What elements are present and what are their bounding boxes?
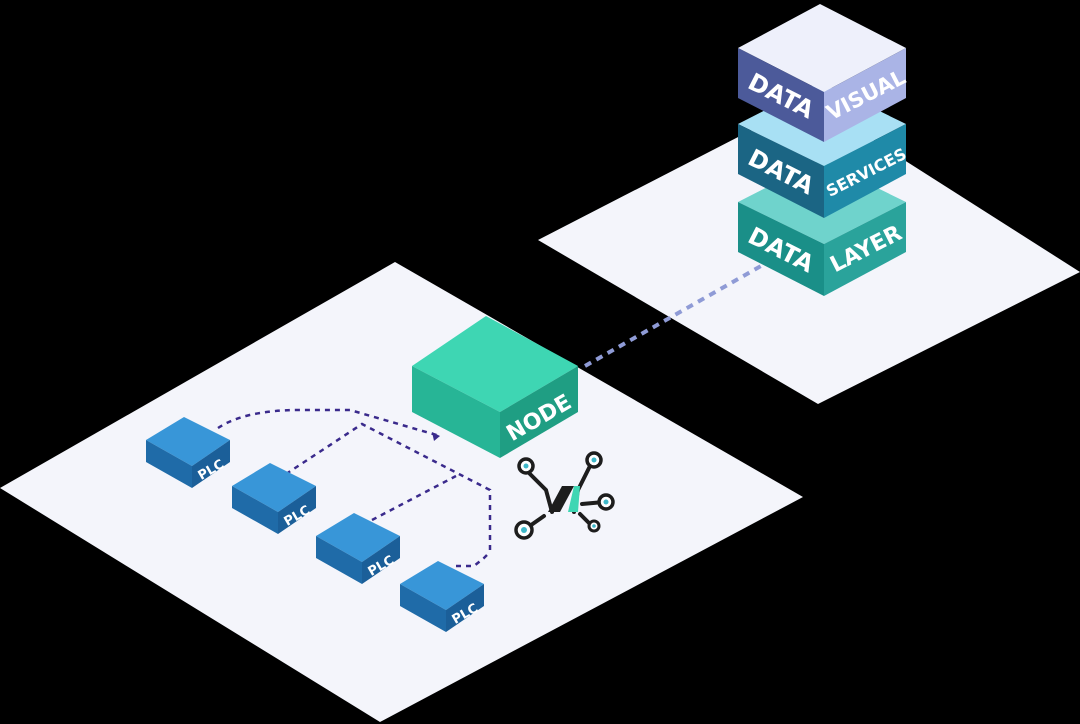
plc-left xyxy=(146,440,192,488)
plc-top xyxy=(316,513,400,562)
visual-right xyxy=(824,48,906,142)
plc-left xyxy=(316,536,362,584)
plc-top xyxy=(400,561,484,610)
plc-connector-4 xyxy=(456,551,491,568)
plc-top xyxy=(146,417,230,466)
plc-box-1: PLC xyxy=(146,417,230,488)
node-to-data-layer-connector xyxy=(584,260,769,368)
plc-right xyxy=(192,440,230,488)
edge-platform xyxy=(0,262,803,722)
node-right xyxy=(500,366,578,458)
plc-top xyxy=(232,463,316,512)
node-top xyxy=(412,316,578,412)
plc-connector-1 xyxy=(217,408,441,438)
plc-right xyxy=(278,486,316,534)
services-left xyxy=(738,124,824,218)
data-visual-block: DATA VISUAL xyxy=(738,4,909,142)
plc-left xyxy=(232,486,278,534)
plc-connector-2 xyxy=(285,422,492,552)
services-right xyxy=(824,124,906,218)
layer-left xyxy=(738,202,824,296)
plc-connectors xyxy=(217,408,492,568)
plc-right xyxy=(446,584,484,632)
plc-right xyxy=(362,536,400,584)
visual-top xyxy=(738,4,906,92)
visual-left xyxy=(738,48,824,142)
layer-right xyxy=(824,202,906,296)
node-left xyxy=(412,366,500,458)
network-hub-logo-icon xyxy=(514,451,615,540)
connector-arrow-head xyxy=(432,432,440,441)
plc-left xyxy=(400,584,446,632)
